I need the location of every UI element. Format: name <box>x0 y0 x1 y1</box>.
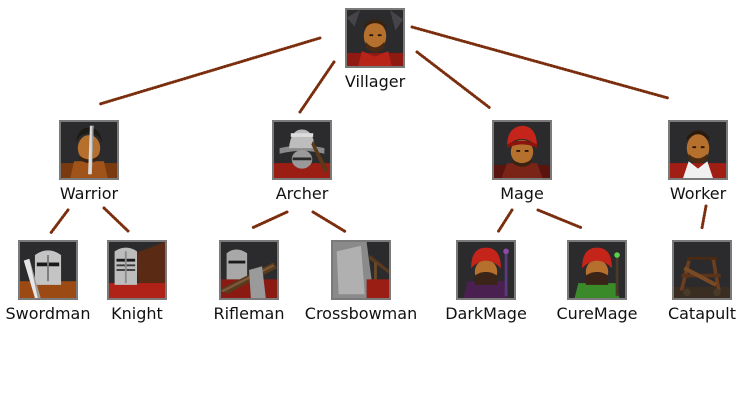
connector-mage-curemage <box>536 208 584 230</box>
worker-portrait-icon <box>670 122 726 178</box>
darkmage-portrait[interactable] <box>456 240 516 300</box>
unit-label: Mage <box>500 184 544 203</box>
connector-villager-mage <box>415 50 492 110</box>
unit-archer[interactable]: Archer <box>232 120 372 203</box>
worker-portrait[interactable] <box>668 120 728 180</box>
unit-darkmage[interactable]: DarkMage <box>416 240 556 323</box>
unit-label: Archer <box>275 184 329 203</box>
unit-mage[interactable]: Mage <box>452 120 592 203</box>
unit-label: Villager <box>344 72 406 91</box>
unit-worker[interactable]: Worker <box>628 120 750 203</box>
unit-label: Knight <box>111 304 163 323</box>
connector-mage-darkmage <box>496 208 514 234</box>
mage-portrait[interactable] <box>492 120 552 180</box>
darkmage-portrait-icon <box>458 242 514 298</box>
unit-label: Worker <box>669 184 727 203</box>
unit-swordman[interactable]: Swordman <box>0 240 118 323</box>
connector-warrior-knight <box>102 206 130 233</box>
archer-portrait-icon <box>274 122 330 178</box>
archer-portrait[interactable] <box>272 120 332 180</box>
rifleman-portrait[interactable] <box>219 240 279 300</box>
unit-curemage[interactable]: CureMage <box>527 240 667 323</box>
unit-crossbowman[interactable]: Crossbowman <box>291 240 431 323</box>
knight-portrait-icon <box>109 242 165 298</box>
crossbowman-portrait[interactable] <box>331 240 391 300</box>
connector-villager-worker <box>410 25 670 100</box>
swordman-portrait-icon <box>20 242 76 298</box>
connector-warrior-swordman <box>48 208 70 236</box>
warrior-portrait[interactable] <box>59 120 119 180</box>
connector-worker-catapult <box>700 204 708 230</box>
connector-villager-archer <box>298 60 336 114</box>
unit-label: Swordman <box>5 304 91 323</box>
warrior-portrait-icon <box>61 122 117 178</box>
connector-archer-crossbowman <box>311 210 348 234</box>
unit-warrior[interactable]: Warrior <box>19 120 159 203</box>
unit-label: Catapult <box>667 304 737 323</box>
unit-label: Crossbowman <box>304 304 418 323</box>
catapult-portrait-icon <box>674 242 730 298</box>
swordman-portrait[interactable] <box>18 240 78 300</box>
curemage-portrait[interactable] <box>567 240 627 300</box>
knight-portrait[interactable] <box>107 240 167 300</box>
unit-label: Warrior <box>59 184 119 203</box>
crossbowman-portrait-icon <box>333 242 389 298</box>
unit-label: DarkMage <box>445 304 527 323</box>
unit-knight[interactable]: Knight <box>67 240 207 323</box>
connector-villager-warrior <box>98 36 322 106</box>
villager-portrait-icon <box>347 10 403 66</box>
rifleman-portrait-icon <box>221 242 277 298</box>
unit-rifleman[interactable]: Rifleman <box>179 240 319 323</box>
curemage-portrait-icon <box>569 242 625 298</box>
connector-archer-rifleman <box>250 210 289 230</box>
villager-portrait[interactable] <box>345 8 405 68</box>
mage-portrait-icon <box>494 122 550 178</box>
unit-label: Rifleman <box>213 304 285 323</box>
unit-label: CureMage <box>556 304 638 323</box>
catapult-portrait[interactable] <box>672 240 732 300</box>
unit-villager[interactable]: Villager <box>305 8 445 91</box>
unit-catapult[interactable]: Catapult <box>632 240 750 323</box>
